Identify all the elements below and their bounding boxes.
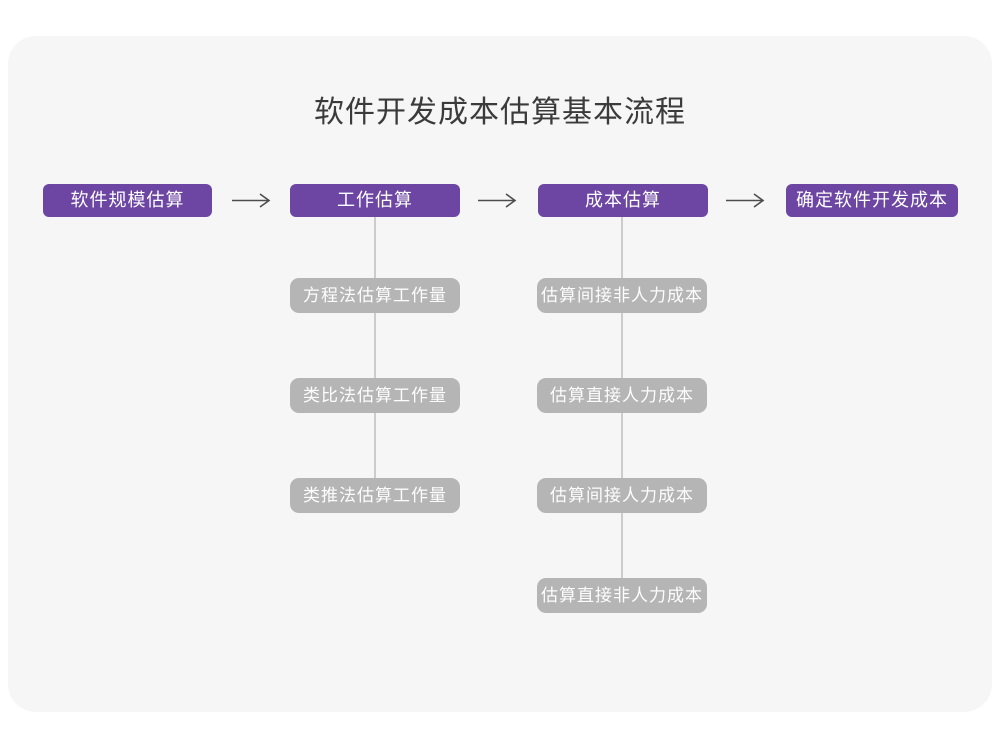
flow-step-software-scale-estimation: 软件规模估算 <box>43 184 212 217</box>
flow-step-cost-estimation: 成本估算 <box>538 184 708 217</box>
connector-line-work-estimation <box>374 217 376 497</box>
work-method-equation: 方程法估算工作量 <box>290 278 460 313</box>
cost-step-indirect-labor: 估算间接人力成本 <box>537 478 707 513</box>
flow-step-work-estimation: 工作估算 <box>290 184 460 217</box>
cost-step-indirect-non-labor: 估算间接非人力成本 <box>537 278 707 313</box>
diagram-title: 软件开发成本估算基本流程 <box>314 96 686 129</box>
right-arrow-icon <box>720 190 770 211</box>
right-arrow-icon <box>226 190 276 211</box>
flow-step-determine-dev-cost: 确定软件开发成本 <box>786 184 958 217</box>
diagram-card <box>8 36 992 712</box>
right-arrow-icon <box>472 190 522 211</box>
cost-step-direct-non-labor: 估算直接非人力成本 <box>537 578 707 613</box>
work-method-extrapolation: 类推法估算工作量 <box>290 478 460 513</box>
cost-step-direct-labor: 估算直接人力成本 <box>537 378 707 413</box>
work-method-analogy: 类比法估算工作量 <box>290 378 460 413</box>
